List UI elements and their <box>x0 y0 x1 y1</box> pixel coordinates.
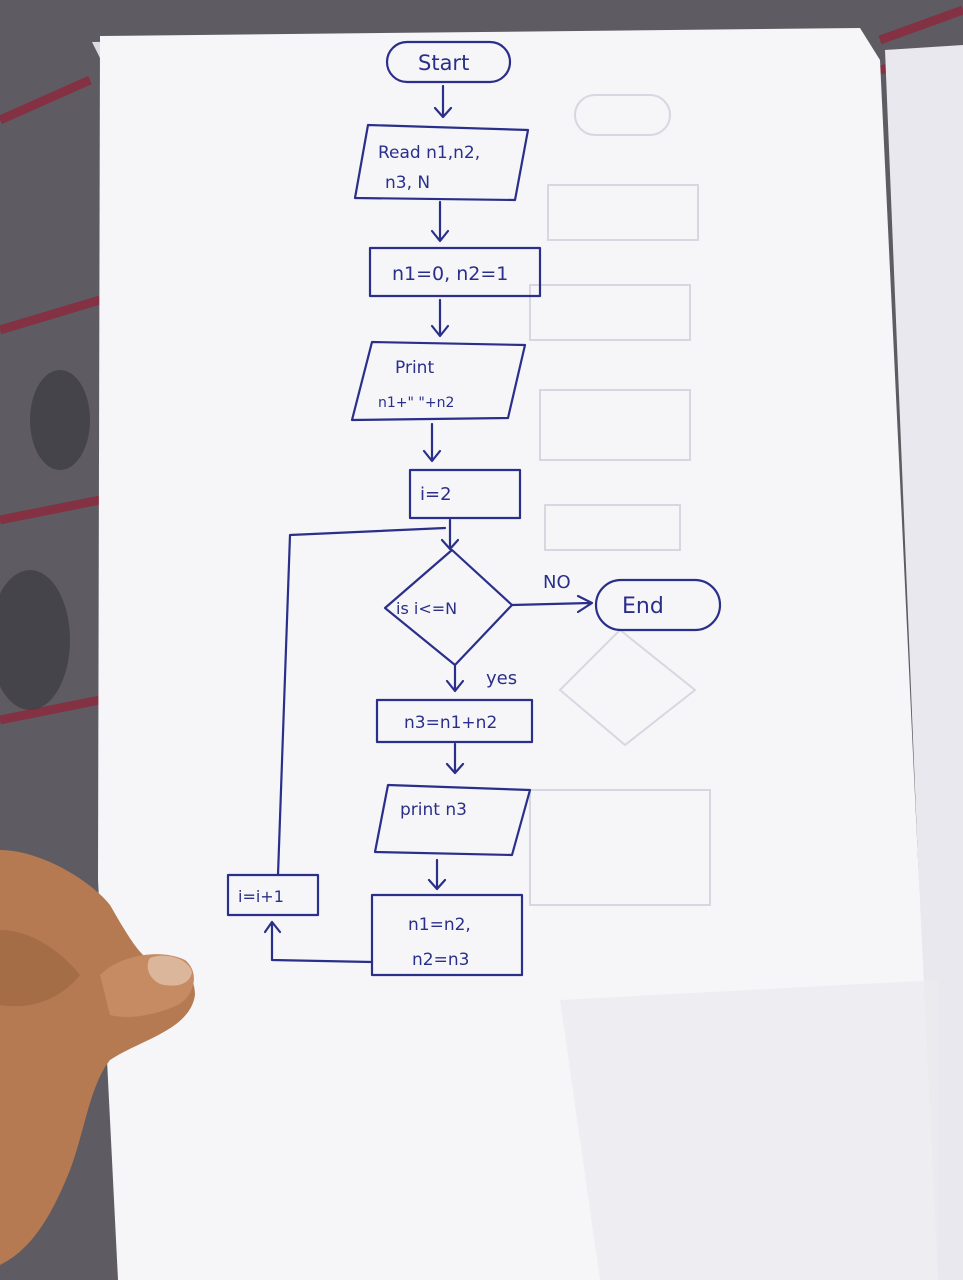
set-i-label: i=2 <box>420 484 452 505</box>
print-initial-parallelogram <box>350 340 527 422</box>
arrow-no-to-end <box>510 594 594 614</box>
thumbnail <box>147 955 192 986</box>
shift-label-line2: n2=n3 <box>412 950 469 970</box>
yes-label: yes <box>486 668 517 689</box>
arrow-set-i-to-decision <box>440 518 460 551</box>
paper-page <box>98 28 938 1280</box>
print-initial-label-line1: Print <box>395 358 434 378</box>
init-process <box>368 246 542 298</box>
read-parallelogram <box>353 123 530 202</box>
shift-process <box>370 893 524 977</box>
arrow-print-to-shift <box>427 858 447 891</box>
flowchart <box>226 40 722 977</box>
print-n3-parallelogram <box>373 783 532 857</box>
arrow-init-to-print <box>430 298 450 338</box>
decision-label: is i<=N <box>396 599 457 618</box>
back-page <box>885 45 963 1280</box>
end-label: End <box>622 594 664 619</box>
print-initial-label-line2: n1+" "+n2 <box>378 395 454 411</box>
read-label-line1: Read n1,n2, <box>378 143 480 163</box>
arrow-print-to-set-i <box>422 422 442 463</box>
line-shift-to-increment <box>263 920 374 964</box>
hand <box>0 850 195 1265</box>
fabric-dark-patches <box>0 370 90 710</box>
print-n3-label: print n3 <box>400 800 467 820</box>
hand-shadow <box>0 930 80 1007</box>
arrow-read-to-init <box>430 200 450 243</box>
init-label: n1=0, n2=1 <box>392 263 508 285</box>
increment-process <box>226 873 320 917</box>
arrow-sum-to-print <box>445 742 465 775</box>
set-i-process <box>408 468 522 520</box>
increment-label: i=i+1 <box>238 887 284 906</box>
end-terminal <box>594 578 722 632</box>
read-label-line2: n3, N <box>385 173 430 193</box>
start-terminal <box>385 40 512 84</box>
sum-process <box>375 698 534 744</box>
arrow-start-to-read <box>433 84 453 119</box>
bleed-through-shapes <box>529 94 711 906</box>
start-label: Start <box>418 51 469 75</box>
arrow-yes-to-sum <box>445 664 465 693</box>
sum-label: n3=n1+n2 <box>404 713 497 733</box>
paper-shadow <box>560 980 938 1280</box>
shift-label-line1: n1=n2, <box>408 915 471 935</box>
no-label: NO <box>543 572 571 593</box>
loop-back-line <box>276 526 447 877</box>
